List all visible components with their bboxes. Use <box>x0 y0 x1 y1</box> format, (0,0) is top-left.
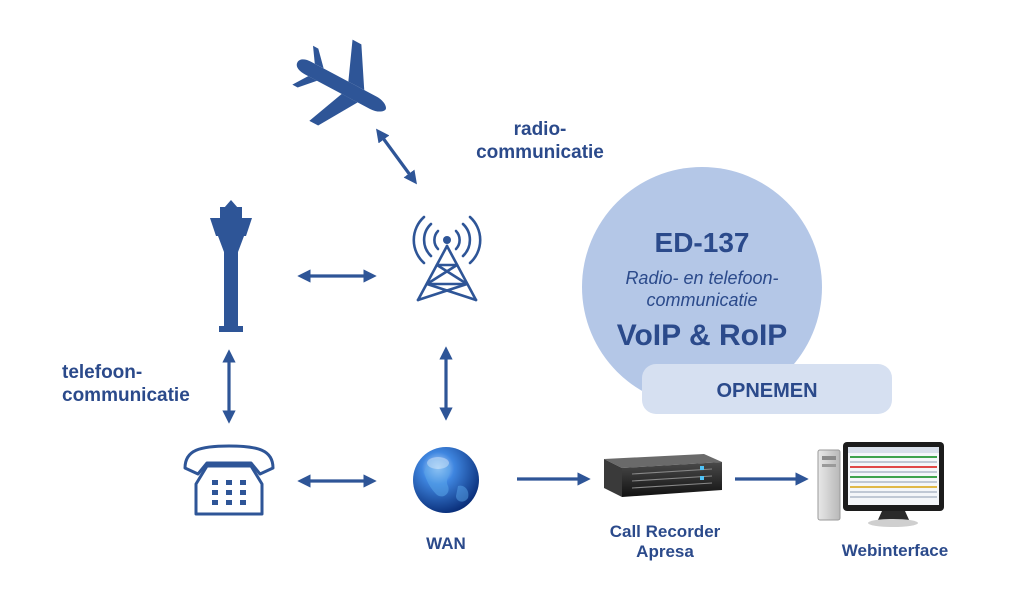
ed137-title: ED-137 <box>655 227 750 258</box>
telephone-keypad <box>212 480 246 505</box>
recorder-label-line2: Apresa <box>636 542 694 562</box>
ed137-bubble <box>582 167 822 407</box>
arrow-airplane-antenna <box>376 128 417 185</box>
record-label: OPNEMEN <box>716 380 817 402</box>
telephone-label-line1: telefoon- <box>62 362 143 383</box>
telephone-communication-label: telefoon- communicatie <box>62 362 212 408</box>
webinterface-label: Webinterface <box>841 541 949 560</box>
radio-tower-icon <box>412 215 482 302</box>
rack-server-icon <box>604 454 722 497</box>
control-tower-icon <box>210 200 252 332</box>
radio-communication-label: radio- communicatie <box>475 119 605 165</box>
computer-monitor-icon <box>817 442 944 527</box>
record-pill <box>642 364 892 414</box>
airplane-icon <box>292 39 386 126</box>
arrows <box>222 128 809 488</box>
wan-label: WAN <box>426 534 466 553</box>
radio-label-line2: communicatie <box>476 141 604 163</box>
ed137-protocols: VoIP & RoIP <box>617 319 788 352</box>
radio-label-line1: radio- <box>513 119 567 140</box>
recorder-label-line1: Call Recorder <box>609 522 721 541</box>
globe-icon <box>413 447 479 513</box>
ed137-subtitle-line2: communicatie <box>646 290 757 310</box>
telephone-label-line2: communicatie <box>62 384 190 406</box>
recorder-label: Call Recorder Apresa <box>580 522 750 563</box>
ed137-subtitle-line1: Radio- en telefoon- <box>625 268 778 288</box>
telephone-icon <box>183 444 275 516</box>
